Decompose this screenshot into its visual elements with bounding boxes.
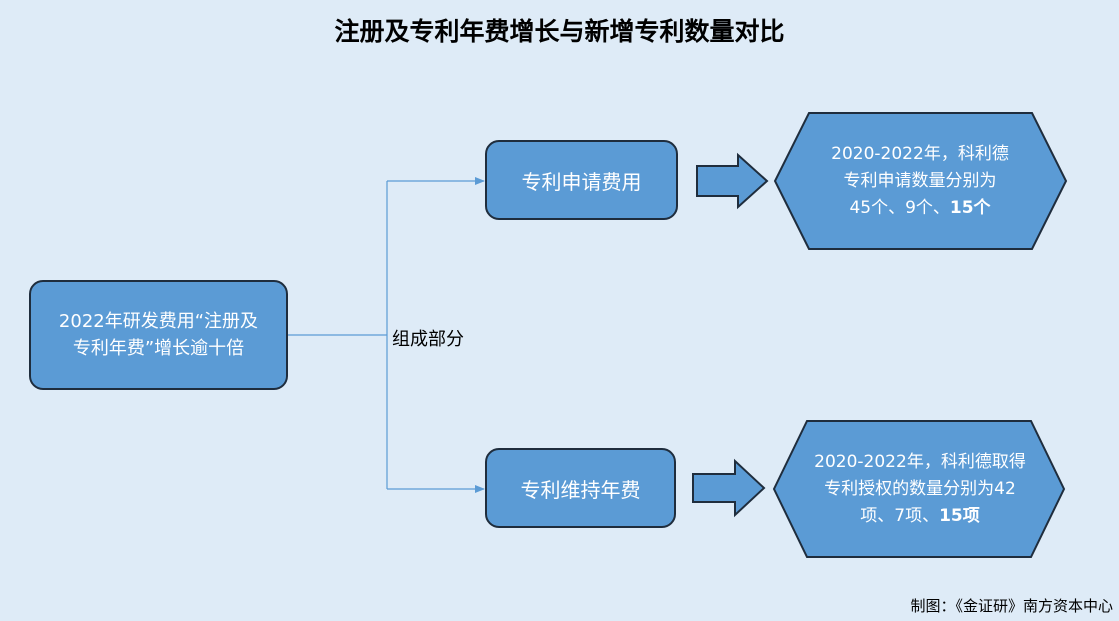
- block-arrow-1: [696, 152, 769, 210]
- connector-label: 组成部分: [392, 329, 464, 350]
- result-text-2: 2020-2022年，科利德取得 专利授权的数量分别为42 项、7项、15项: [795, 448, 1045, 530]
- diagram-title: 注册及专利年费增长与新增专利数量对比: [334, 17, 785, 46]
- result-2-line3-bold: 15项: [939, 505, 980, 526]
- fee-box-maintenance: 专利维持年费: [485, 448, 676, 528]
- result-hexagon-1: [773, 112, 1068, 250]
- result-1-line3-bold: 15个: [949, 197, 991, 218]
- fee-box-application: 专利申请费用: [485, 140, 678, 220]
- result-2-line1: 2020-2022年，科利德取得: [814, 451, 1026, 472]
- result-1-line2: 专利申请数量分别为: [843, 170, 997, 191]
- main-box-line1: 2022年研发费用“注册及: [58, 311, 259, 332]
- result-2-line3: 项、7项、15项: [795, 503, 1045, 530]
- fee-box-application-label: 专利申请费用: [521, 169, 642, 194]
- main-box: 2022年研发费用“注册及 专利年费”增长逾十倍: [29, 280, 288, 390]
- result-1-line3-prefix: 45个、9个、: [849, 197, 950, 218]
- block-arrow-2: [692, 458, 766, 518]
- result-1-line3: 45个、9个、15个: [800, 195, 1040, 222]
- fee-box-maintenance-label: 专利维持年费: [520, 477, 641, 502]
- result-2-line3-prefix: 项、7项、: [860, 505, 940, 526]
- credit-text: 制图：《金证研》南方资本中心: [910, 597, 1113, 615]
- main-box-line2: 专利年费”增长逾十倍: [72, 338, 245, 359]
- result-hexagon-2: [772, 420, 1066, 558]
- result-text-1: 2020-2022年，科利德 专利申请数量分别为 45个、9个、15个: [800, 140, 1040, 222]
- result-1-line1: 2020-2022年，科利德: [831, 143, 1009, 164]
- result-2-line2: 专利授权的数量分别为42: [824, 478, 1016, 499]
